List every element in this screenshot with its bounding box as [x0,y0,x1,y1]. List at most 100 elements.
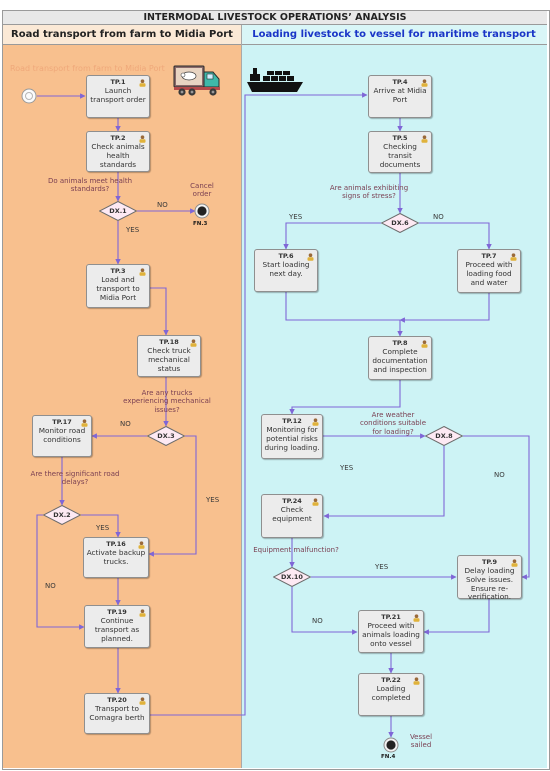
task-id: TP.12 [282,417,302,425]
decision-dx6[interactable]: DX.6 [380,212,420,234]
decision-dx8[interactable]: DX.8 [424,425,464,447]
task-id: TP.5 [392,134,408,142]
lane-divider [241,25,242,768]
lane-road-title: Road transport from farm to Midia Port [3,25,241,45]
cargo-ship-icon [247,68,303,92]
decision-diamond-icon [146,425,186,447]
edge-dx8-tp24 [323,446,445,519]
person-task-icon [511,559,518,567]
task-tp21[interactable]: TP.21 Proceed with animals loading onto … [358,610,424,653]
task-label: Monitoring for potential risks during lo… [264,425,320,452]
task-tp22[interactable]: TP.22 Loading completed [358,673,424,716]
edge-tp20-tp4 [150,92,368,716]
task-id: TP.24 [282,497,302,505]
decision-dx2[interactable]: DX.2 [42,504,82,526]
task-id: TP.20 [107,696,127,704]
task-tp3[interactable]: TP.3 Load and transport to Midia Port [86,264,150,308]
task-tp6[interactable]: TP.6 Start loading next day. [254,249,318,292]
edge-label-dx1-yes: YES [126,226,140,234]
decision-question-dx1: Do animals meet health standards? [47,177,133,194]
decision-question-dx3: Are any trucks experiencing mechanical i… [123,389,211,414]
decision-id: DX.10 [281,573,303,581]
person-task-icon [421,135,428,143]
task-label: Arrive at Midia Port [373,86,427,104]
edge-tp3-tp18 [150,287,169,336]
decision-id: DX.2 [53,511,71,519]
decision-dx1[interactable]: DX.1 [98,200,138,222]
edge-label-dx6-yes: YES [289,213,303,221]
task-id: TP.22 [381,676,401,684]
edge-label-dx3-no: NO [120,420,131,428]
task-id: TP.18 [159,338,179,346]
edge-label-dx8-no: NO [494,471,505,479]
person-task-icon [139,697,146,705]
person-task-icon [312,498,319,506]
edge-tp7-tp8 [399,293,490,323]
decision-question-dx2: Are there significant road delays? [30,470,120,487]
task-id: TP.16 [106,540,126,548]
task-tp1[interactable]: TP.1 Launch transport order [86,75,150,118]
decision-dx3[interactable]: DX.3 [146,425,186,447]
task-tp24[interactable]: TP.24 Check equipment [261,494,323,538]
edge-label-dx6-no: NO [433,213,444,221]
person-task-icon [81,419,88,427]
task-tp18[interactable]: TP.18 Check truck mechanical status [137,335,201,377]
task-tp7[interactable]: TP.7 Proceed with loading food and water [457,249,521,293]
end-event-fn4-icon [383,737,399,753]
person-task-icon [413,614,420,622]
decision-dx10[interactable]: DX.10 [272,566,312,588]
task-label: Proceed with loading food and water [465,260,513,287]
task-id: TP.17 [52,418,72,426]
decision-question-dx8: Are weather conditions suitable for load… [360,411,426,436]
task-id: TP.4 [392,78,408,86]
task-label: Check truck mechanical status [147,346,191,373]
task-tp9[interactable]: TP.9 Delay loading Solve issues. Ensure … [457,555,522,602]
diagram-title: INTERMODAL LIVESTOCK OPERATIONS’ ANALYSI… [3,11,547,25]
task-label: Continue transport as planned. [94,616,140,643]
decision-diamond-icon [380,212,420,234]
task-label: Delay loading Solve issues. Ensure re-ve… [464,566,515,602]
decision-diamond-icon [98,200,138,222]
task-tp12[interactable]: TP.12 Monitoring for potential risks dur… [261,414,323,459]
edge-tp8-tp12 [289,380,401,415]
person-task-icon [413,677,420,685]
lane-road-ghost-title: Road transport from farm to Midia Port [10,64,165,73]
decision-diamond-icon [42,504,82,526]
person-task-icon [139,135,146,143]
task-label: Check equipment [272,505,312,523]
end-event-fn3-icon [194,203,210,219]
task-label: Monitor road conditions [38,426,86,444]
edge-dx8-tp9 [463,435,530,580]
decision-id: DX.8 [435,432,453,440]
task-id: TP.1 [110,78,126,86]
person-task-icon [139,609,146,617]
task-tp2[interactable]: TP.2 Check animals health standards [86,131,150,172]
task-id: TP.3 [110,267,126,275]
decision-id: DX.3 [157,432,175,440]
task-tp20[interactable]: TP.20 Transport to Comagra berth [84,693,150,734]
edge-tp9-tp21 [423,599,490,635]
person-task-icon [421,79,428,87]
task-label: Complete documentation and inspection [372,347,428,374]
end-event-fn3-label: Cancel order [190,182,214,199]
task-label: Launch transport order [90,86,146,104]
edge-dx3-tp16 [148,435,197,557]
task-tp8[interactable]: TP.8 Complete documentation and inspecti… [368,336,432,380]
edge-label-dx3-yes: YES [206,496,220,504]
edge-dx6-tp6 [283,222,381,250]
end-event-fn3-id: FN.3 [193,221,208,227]
decision-question-dx10: Equipment malfunction? [253,546,339,554]
task-tp5[interactable]: TP.5 Checking transit documents [368,131,432,173]
edge-tp6-tp8 [285,292,403,337]
task-tp16[interactable]: TP.16 Activate backup trucks. [83,537,149,578]
task-tp17[interactable]: TP.17 Monitor road conditions [32,415,92,457]
task-tp19[interactable]: TP.19 Continue transport as planned. [84,605,150,648]
task-tp4[interactable]: TP.4 Arrive at Midia Port [368,75,432,118]
task-id: TP.2 [110,134,126,142]
edge-dx2-tp19 [36,514,85,630]
task-id: TP.7 [481,252,497,260]
task-label: Proceed with animals loading onto vessel [362,621,420,648]
person-task-icon [139,268,146,276]
person-task-icon [421,340,428,348]
